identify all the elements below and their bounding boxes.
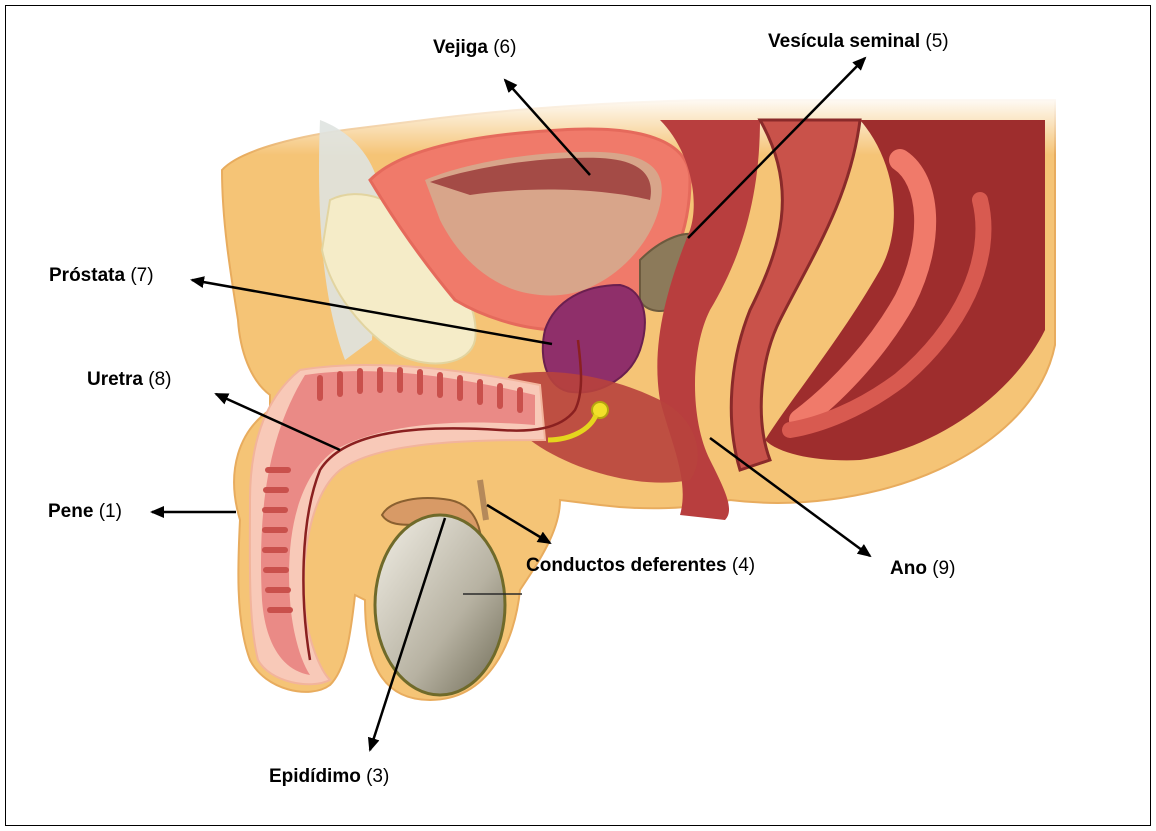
testis xyxy=(375,515,505,695)
label-vesicula-seminal: Vesícula seminal (5) xyxy=(768,32,949,51)
label-conductos-deferentes: Conductos deferentes (4) xyxy=(526,556,755,575)
label-prostata: Próstata (7) xyxy=(49,266,154,285)
label-vejiga: Vejiga (6) xyxy=(433,38,516,57)
label-epididimo: Epidídimo (3) xyxy=(269,767,389,786)
label-uretra: Uretra (8) xyxy=(87,370,172,389)
label-ano: Ano (9) xyxy=(890,559,955,578)
label-pene: Pene (1) xyxy=(48,502,122,521)
